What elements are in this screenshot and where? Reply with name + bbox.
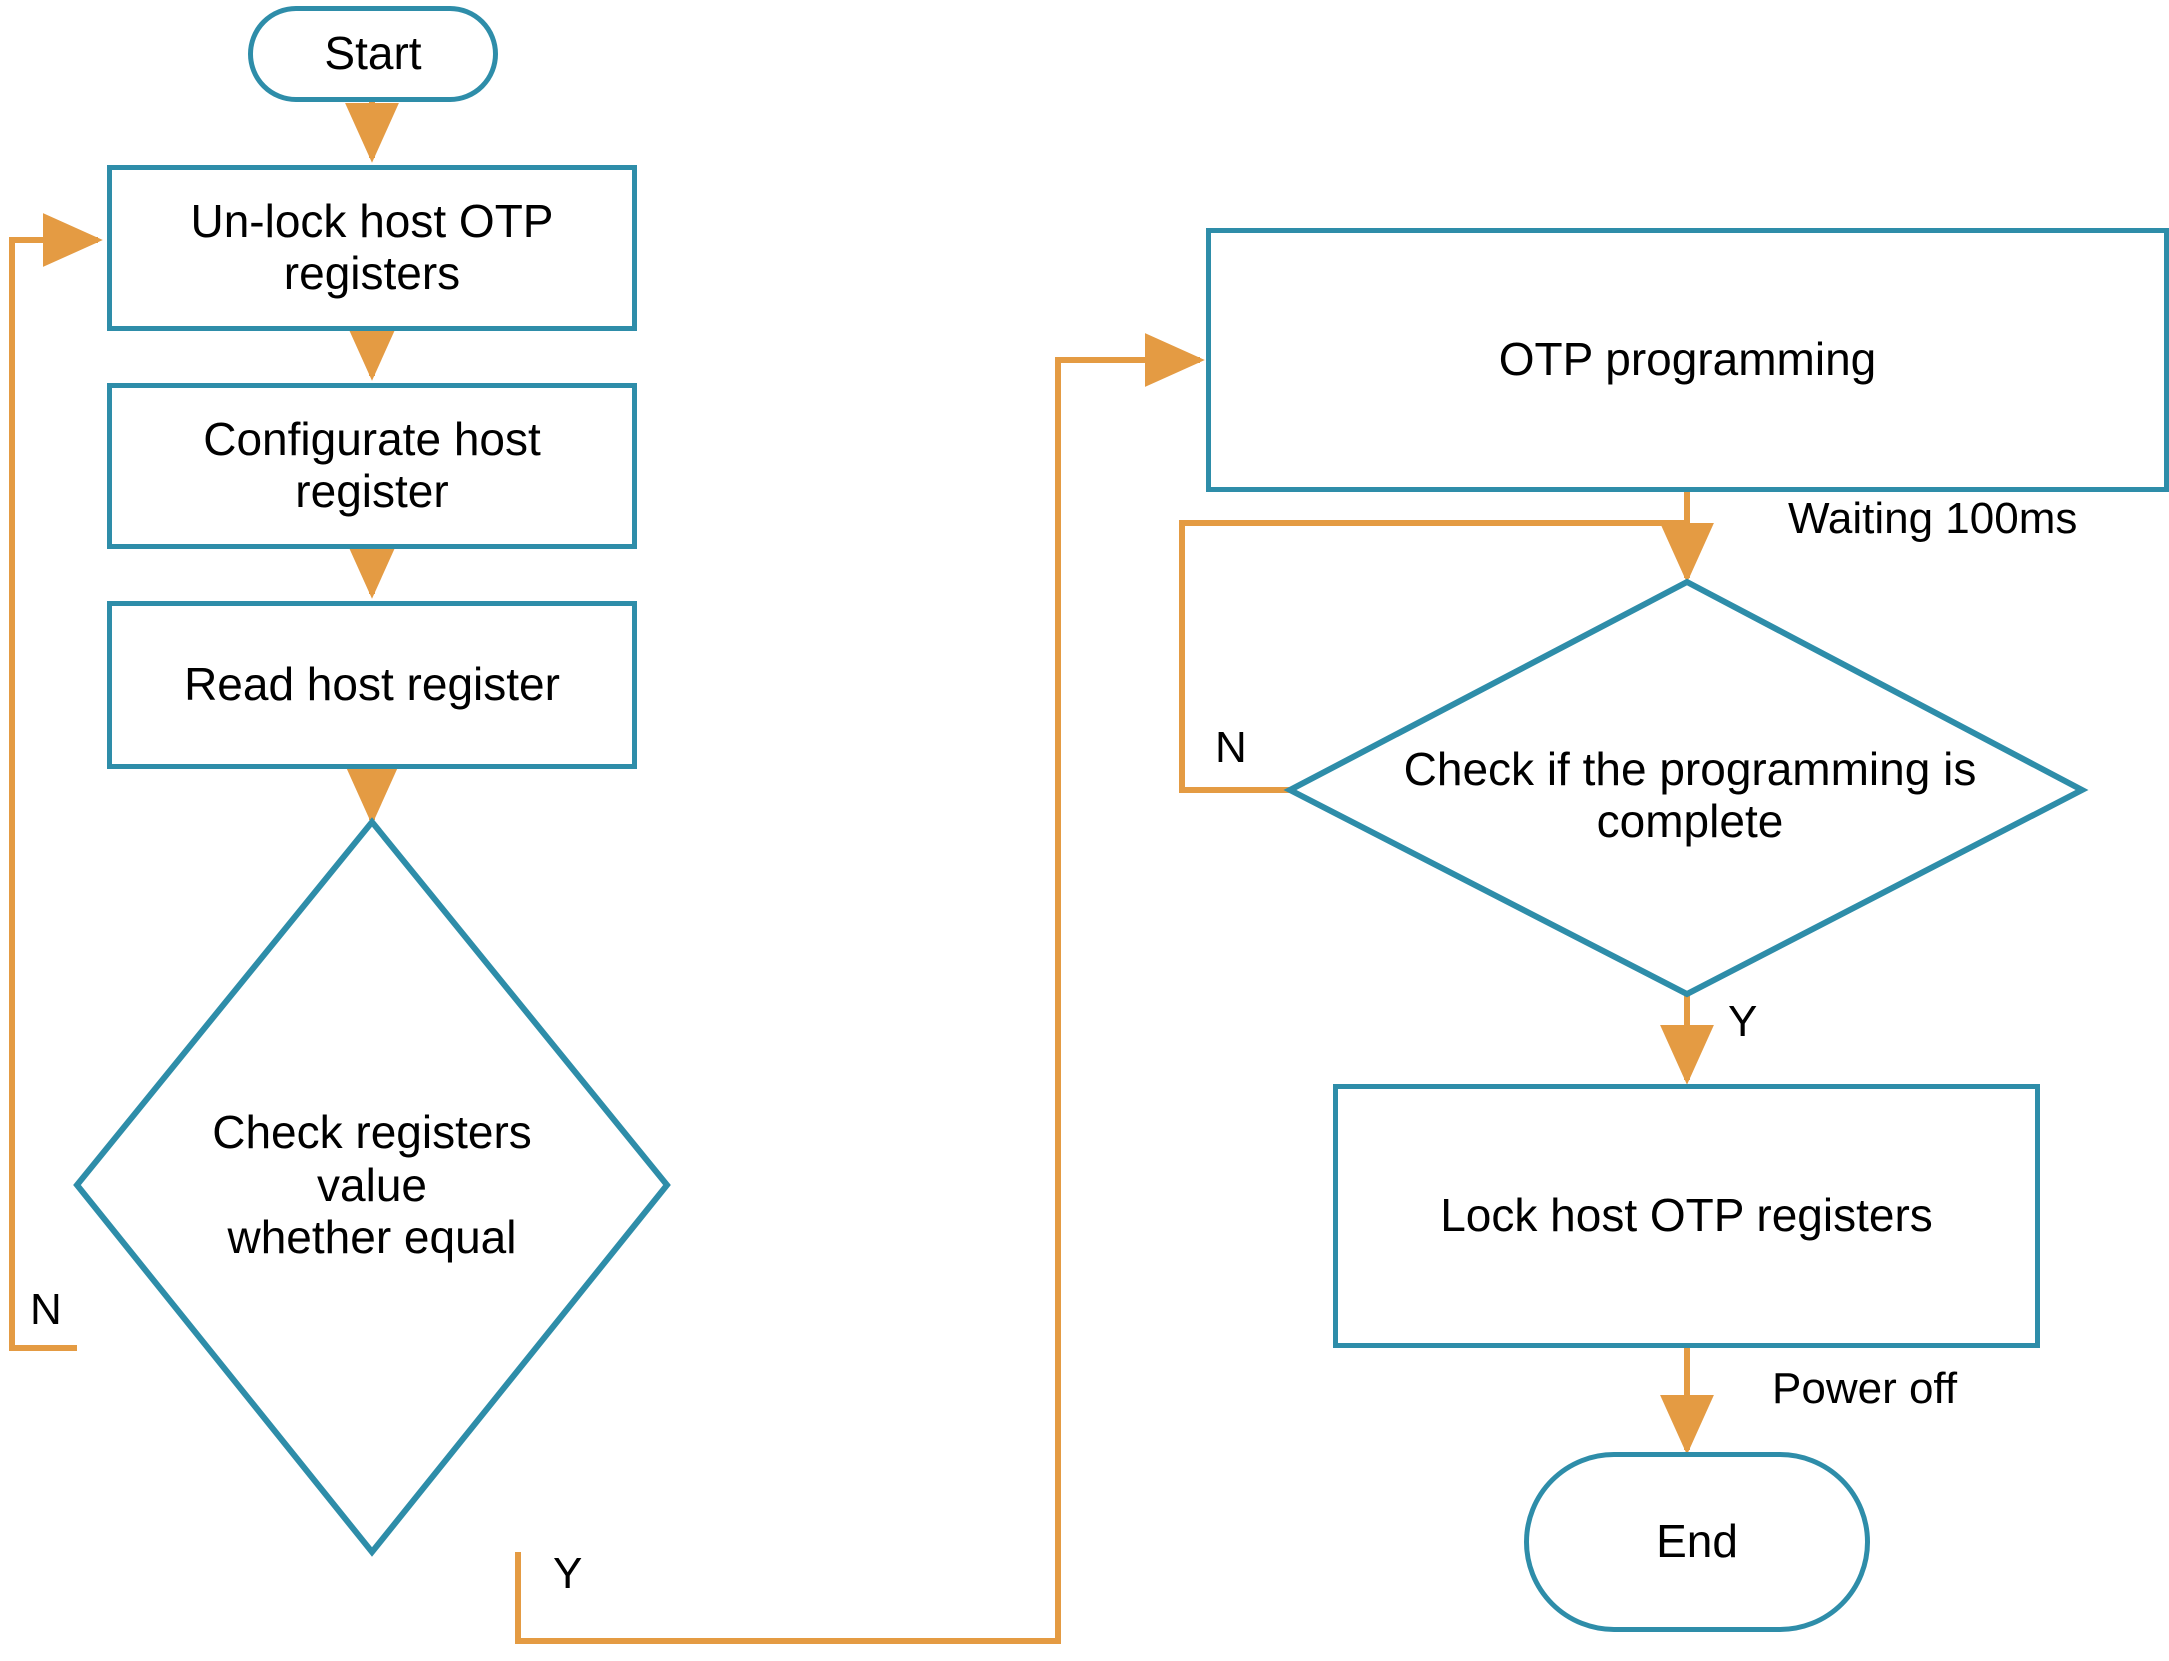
node-otp-programming[interactable]: OTP programming	[1206, 228, 2169, 492]
edge-check-done-no-to-otp	[1179, 520, 1687, 793]
node-read-label: Read host register	[184, 658, 560, 711]
edge-label-check-equal-no: N	[30, 1288, 62, 1332]
node-end-label: End	[1656, 1515, 1738, 1568]
edge-label-power-off-text: Power off	[1772, 1364, 1958, 1413]
edge-label-check-done-yes-text: Y	[1728, 997, 1758, 1046]
edge-label-waiting-100ms-text: Waiting 100ms	[1788, 494, 2078, 543]
edge-label-check-equal-yes-text: Y	[553, 1549, 583, 1598]
node-end[interactable]: End	[1524, 1452, 1870, 1632]
edge-label-power-off: Power off	[1772, 1367, 1957, 1411]
edge-label-check-equal-yes: Y	[553, 1552, 582, 1596]
edge-label-waiting-100ms: Waiting 100ms	[1788, 497, 2077, 541]
node-start-label: Start	[324, 27, 422, 80]
decision-check-registers-value	[73, 817, 671, 1557]
node-start[interactable]: Start	[248, 6, 498, 102]
decision-check-programming-complete	[1283, 578, 2089, 998]
node-configurate-label: Configurate host register	[203, 413, 541, 517]
edge-label-check-done-no: N	[1215, 726, 1247, 770]
edge-label-check-done-no-text: N	[1215, 723, 1247, 772]
edge-label-check-equal-no-text: N	[30, 1285, 62, 1334]
edge-check-equal-no-to-unlock	[9, 213, 103, 1351]
node-lock-host-otp-registers[interactable]: Lock host OTP registers	[1333, 1084, 2040, 1348]
node-unlock-host-otp-registers[interactable]: Un-lock host OTP registers	[107, 165, 637, 331]
edge-check-equal-yes-to-otp	[515, 333, 1205, 1644]
node-configurate-host-register[interactable]: Configurate host register	[107, 383, 637, 549]
node-otp-programming-label: OTP programming	[1498, 333, 1877, 386]
node-read-host-register[interactable]: Read host register	[107, 601, 637, 769]
node-lock-label: Lock host OTP registers	[1440, 1189, 1933, 1242]
edge-label-check-done-yes: Y	[1728, 1000, 1757, 1044]
node-unlock-label: Un-lock host OTP registers	[190, 195, 554, 299]
